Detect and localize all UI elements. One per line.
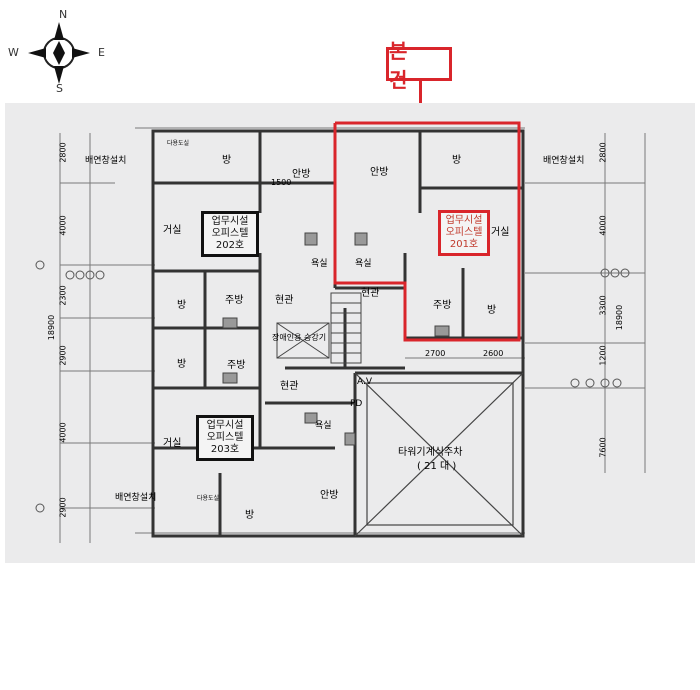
compass-icon — [28, 22, 90, 84]
room-label-geosil-w: 거실 — [163, 225, 182, 236]
dim-left-18900: 18900 — [47, 314, 57, 341]
room-label-parking-count: ( 21 대 ) — [417, 461, 457, 472]
compass-rose: N S W E — [8, 8, 108, 98]
room-label-bang-nw: 방 — [222, 155, 232, 166]
room-label-baeyeon-nw: 배연창설치 — [85, 156, 127, 166]
dim-bottom-2600: 2600 — [483, 349, 504, 358]
floor-plan: 방 안방 안방 방 거실 거실 방 주방 현관 현관 주방 방 욕실 욕실 방 … — [5, 103, 695, 563]
compass-east-label: E — [98, 46, 105, 59]
dim-bottom-2700: 2700 — [425, 349, 446, 358]
room-label-dahyeong-nw: 다용도실 — [167, 140, 190, 147]
floor-plan-drawing — [35, 121, 646, 543]
dim-top-2800-left: 2800 — [58, 142, 68, 163]
dim-right-3300: 3300 — [598, 295, 608, 316]
unit-203-line3: 203호 — [210, 444, 240, 455]
dim-top-2800-right: 2800 — [598, 142, 608, 163]
dim-right-4000: 4000 — [598, 215, 608, 236]
main-unit-title: 본 건 — [386, 39, 452, 92]
dim-left-2900b: 2900 — [58, 497, 68, 518]
dim-left-4000: 4000 — [58, 215, 68, 236]
room-label-hyeongwan-w: 현관 — [275, 295, 294, 306]
title-leader-line — [419, 81, 422, 124]
room-label-parking: 타워기계식주차 — [398, 447, 463, 458]
dim-left-2300: 2300 — [58, 285, 68, 306]
room-label-bang-s: 방 — [245, 510, 255, 521]
room-label-jubang-w1: 주방 — [225, 295, 244, 306]
room-label-anbang-ne: 안방 — [370, 167, 389, 178]
room-label-av: A.V — [357, 377, 373, 387]
room-label-baeyeon-ne: 배연창설치 — [543, 156, 585, 166]
room-label-bang-ne: 방 — [452, 155, 462, 166]
room-label-elevator: 장애인용 승강기 — [272, 333, 327, 342]
unit-201-line3: 201호 — [449, 239, 479, 250]
room-label-yoksil-s: 욕실 — [315, 421, 332, 431]
room-label-hyeongwan-e: 현관 — [361, 288, 380, 299]
compass-north-label: N — [59, 8, 68, 21]
room-label-anbang-n: 안방 — [292, 169, 311, 180]
unit-202-line3: 202호 — [215, 240, 245, 251]
compass-south-label: S — [56, 82, 63, 95]
compass-west-label: W — [8, 46, 19, 59]
unit-203-box: 업무시설 오피스텔 203호 — [196, 415, 254, 461]
room-label-bang-w1: 방 — [177, 300, 187, 311]
room-label-jubang-e: 주방 — [433, 300, 452, 311]
dim-left-2900a: 2900 — [58, 345, 68, 366]
unit-201-line1: 업무시설 — [445, 215, 483, 226]
room-label-yoksil-e: 욕실 — [355, 259, 372, 269]
dim-right-7600: 7600 — [598, 437, 608, 458]
unit-202-line1: 업무시설 — [211, 216, 249, 227]
unit-203-line2: 오피스텔 — [206, 432, 244, 443]
room-label-geosil-s: 거실 — [163, 438, 182, 449]
room-label-anbang-s: 안방 — [320, 490, 339, 501]
unit-202-line2: 오피스텔 — [211, 228, 249, 239]
dim-left-4000b: 4000 — [58, 422, 68, 443]
room-label-pd: PD — [350, 399, 363, 409]
room-label-bang-e: 방 — [487, 305, 497, 316]
room-label-hyeongwan-s: 현관 — [280, 381, 299, 392]
room-label-bang-w2: 방 — [177, 359, 187, 370]
unit-202-box: 업무시설 오피스텔 202호 — [201, 211, 259, 257]
room-label-dahyeong-s: 다용도실 — [197, 495, 220, 502]
dim-right-1200: 1200 — [598, 345, 608, 366]
room-label-yoksil-w: 욕실 — [311, 259, 328, 269]
dim-1500: 1500 — [271, 178, 292, 187]
room-label-geosil-e: 거실 — [491, 227, 510, 238]
unit-201-box: 업무시설 오피스텔 201호 — [438, 210, 490, 256]
unit-203-line1: 업무시설 — [206, 420, 244, 431]
room-label-baeyeon-sw: 배연창설치 — [115, 493, 157, 503]
unit-201-line2: 오피스텔 — [445, 227, 483, 238]
dim-right-18900: 18900 — [615, 304, 625, 331]
room-label-jubang-w2: 주방 — [227, 360, 246, 371]
